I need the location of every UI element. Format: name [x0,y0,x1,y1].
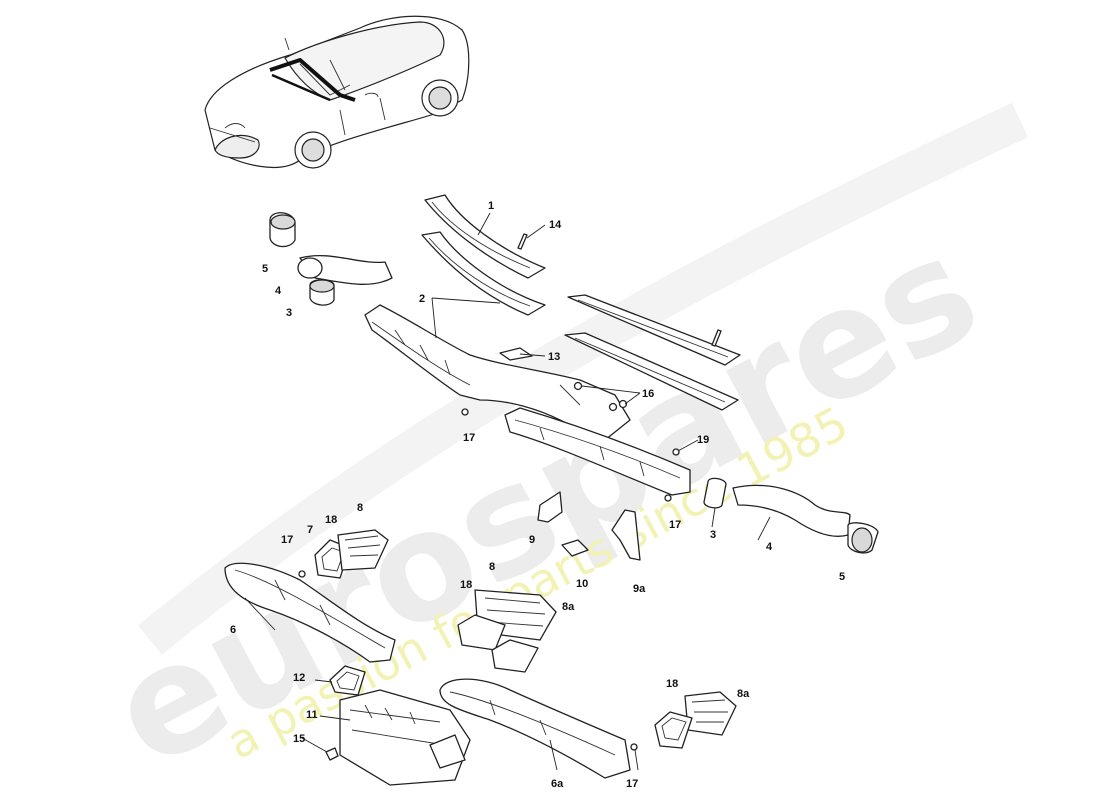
bracket-9a [611,509,641,561]
vent-8a-right [654,691,737,749]
callout-16: 16 [642,388,654,400]
watermark-swoosh [138,102,1029,655]
callout-19: 19 [697,434,709,446]
callout-13: 13 [548,351,560,363]
clips [298,381,680,751]
callout-17-top: 17 [463,432,475,444]
callout-12: 12 [293,672,305,684]
seal-right-lower [564,332,739,411]
callout-8-top: 8 [357,502,363,514]
callout-18-top: 18 [325,514,337,526]
clip-10 [561,539,589,557]
ring-12 [329,665,366,696]
seal-upper-2 [421,231,546,316]
callout-1: 1 [488,200,494,212]
callout-4-right: 4 [766,541,773,553]
callout-8a-bottom: 8a [737,688,750,700]
callout-11: 11 [306,709,318,721]
callout-8a-mid: 8a [562,601,575,613]
pin-14 [517,233,528,250]
callout-5-right: 5 [839,571,845,583]
car-illustration [204,15,470,169]
callout-9: 9 [529,534,535,546]
leader-lines [244,212,771,771]
callout-3-right: 3 [710,529,716,541]
center-duct [364,304,631,441]
callout-14: 14 [549,219,562,231]
callout-17-right: 17 [669,519,681,531]
vent-8-top [337,529,389,571]
callout-9a: 9a [633,583,646,595]
callout-4-left: 4 [275,285,282,297]
bracket-9 [537,491,563,523]
callout-18-bottom: 18 [666,678,678,690]
duct-6 [224,562,396,663]
callout-labels: 1 14 5 4 3 2 13 16 17 19 17 3 4 5 17 7 1… [230,200,845,790]
callout-6a: 6a [551,778,564,790]
callout-6: 6 [230,624,236,636]
callout-15: 15 [293,733,305,745]
seal-upper-1 [424,194,546,279]
hose-group-right [703,477,879,554]
callout-3-left: 3 [286,307,292,319]
callout-10: 10 [576,578,588,590]
vent-8-center [457,589,557,673]
callout-17-bottom: 17 [626,778,638,790]
callout-18-mid: 18 [460,579,472,591]
pin-14-right [711,329,722,347]
callout-5-left: 5 [262,263,268,275]
callout-8-mid: 8 [489,561,495,573]
duct-6a [439,678,631,779]
seal-right-upper [567,294,741,366]
screw-15 [325,747,339,761]
hose-group-left [269,212,393,306]
right-duct [504,407,691,496]
callout-2: 2 [419,293,425,305]
box-11 [339,689,471,786]
callout-17-left: 17 [281,534,293,546]
callout-7: 7 [307,524,313,536]
